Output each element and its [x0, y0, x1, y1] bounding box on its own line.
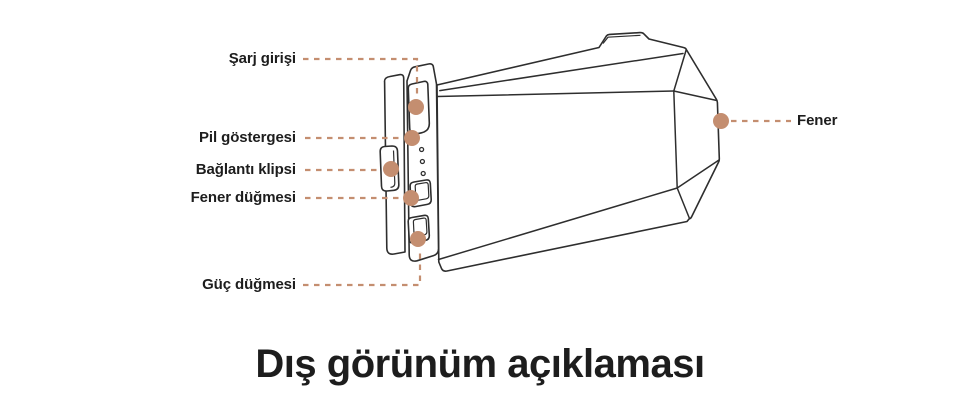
callout-markers: [383, 99, 729, 247]
callout-lines: [303, 57, 791, 287]
charging-port-callout-line: [303, 57, 419, 97]
power-button-marker: [410, 231, 426, 247]
charging-port-marker: [408, 99, 424, 115]
handle-detail: [602, 34, 641, 44]
body-facet-lines: [436, 48, 720, 261]
label-lantern: Fener: [797, 112, 838, 129]
label-battery-indicator: Pil göstergesi: [199, 129, 296, 146]
label-lantern-button: Fener düğmesi: [190, 189, 297, 206]
lantern-marker: [713, 113, 729, 129]
attachment-clip-inner-line: [390, 150, 396, 188]
lantern-button-marker: [403, 190, 419, 206]
lantern-body: [436, 31, 721, 272]
label-charging-port: Şarj girişi: [228, 50, 296, 67]
battery-indicator-marker: [404, 130, 420, 146]
diagram-title: Dış görünüm açıklaması: [255, 342, 705, 386]
attachment-clip-marker: [383, 161, 399, 177]
label-attachment-clip: Bağlantı klipsi: [195, 161, 296, 178]
battery-indicator-leds: [418, 146, 426, 177]
power-button-callout-line: [303, 250, 422, 287]
label-power-button: Güç düğmesi: [202, 276, 296, 293]
